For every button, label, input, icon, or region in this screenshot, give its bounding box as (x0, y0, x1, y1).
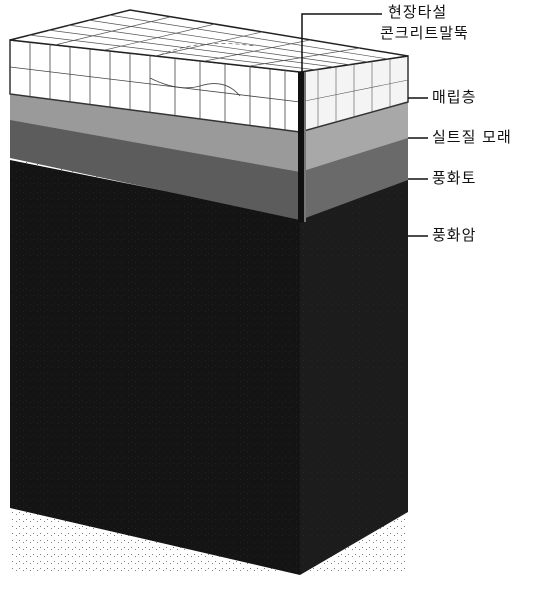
pile-label-line1: 현장타설 (388, 3, 448, 21)
layer-label-weathered-soil: 풍화토 (432, 169, 477, 187)
pile-highlight (304, 72, 306, 222)
silty-sand-front (10, 92, 300, 172)
bottom-notch (215, 575, 300, 586)
silty-sand-side (300, 100, 408, 172)
pile-label-line2: 콘크리트말뚝 (380, 24, 469, 42)
layer-label-fill: 매립층 (432, 88, 477, 106)
top-surface-mesh (28, 14, 389, 71)
pile-leader-line (301, 13, 382, 72)
rock-texture (10, 160, 408, 575)
side-face-mesh (299, 59, 409, 127)
cast-in-place-pile (298, 72, 304, 222)
weathered-soil-side (300, 136, 408, 220)
fill-layer-mesh (9, 42, 301, 130)
weathered-soil-front (10, 118, 300, 220)
layer-label-silty-sand: 실트질 모래 (432, 128, 512, 146)
layer-label-weathered-rock: 풍화암 (432, 226, 477, 244)
leader-lines (301, 13, 428, 237)
